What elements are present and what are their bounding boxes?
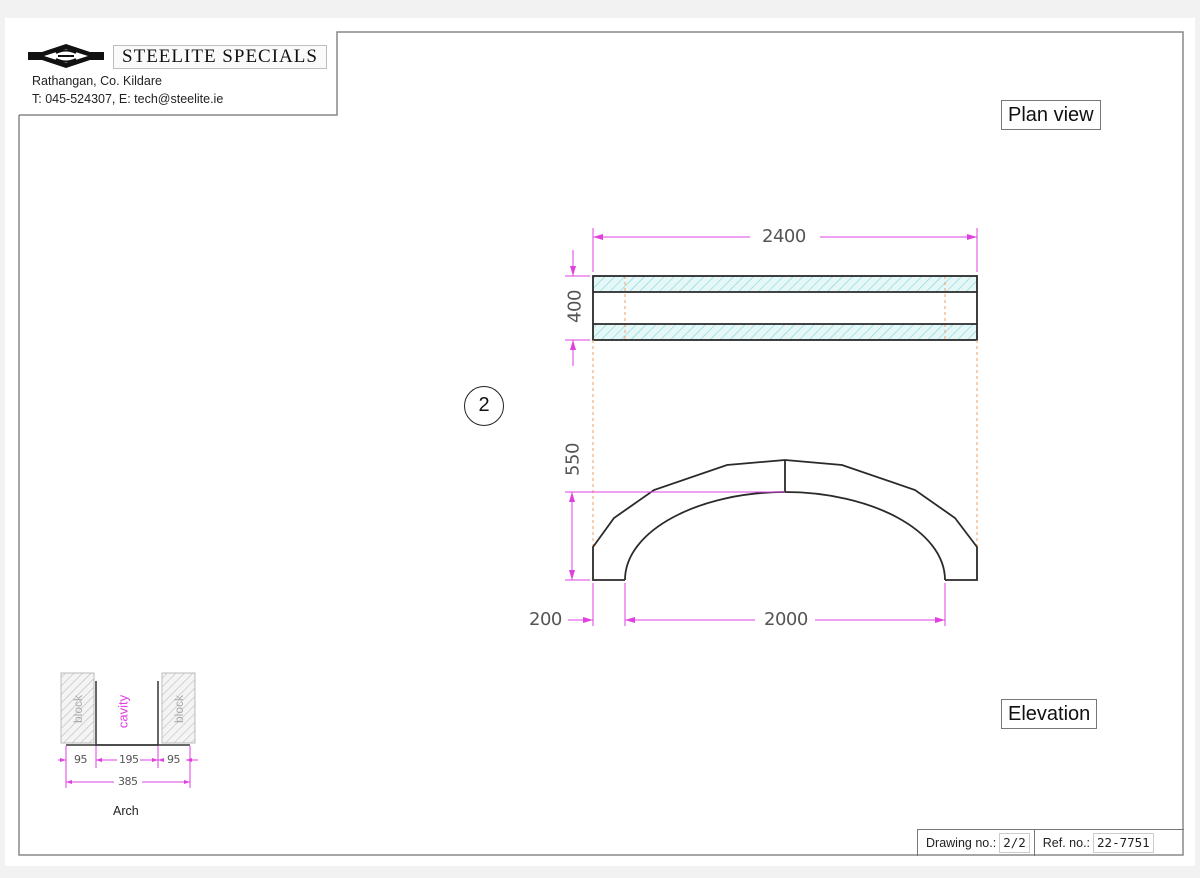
reference-number-cell: Ref. no.: 22-7751 xyxy=(1033,830,1158,856)
dim-left-block: 95 xyxy=(73,753,88,766)
plan-view-drawing xyxy=(592,275,978,341)
elevation-arch-drawing xyxy=(592,459,978,581)
steelite-diamond-logo-icon xyxy=(28,44,104,68)
elevation-label: Elevation xyxy=(1001,699,1098,729)
cavity-section-detail xyxy=(58,672,198,788)
dim-cavity: 195 xyxy=(118,753,140,766)
dim-span: 2000 xyxy=(761,609,811,630)
block-label-left: block xyxy=(71,695,85,724)
drawing-number-value: 2/2 xyxy=(999,833,1030,853)
company-name: STEELITE SPECIALS xyxy=(113,45,327,69)
drawing-number-cell: Drawing no.: 2/2 xyxy=(918,830,1034,856)
plan-view-label: Plan view xyxy=(1001,100,1101,130)
dim-arch-thickness: 200 xyxy=(529,609,562,630)
sheet-border xyxy=(18,31,1184,856)
title-block: Drawing no.: 2/2 Ref. no.: 22-7751 xyxy=(917,829,1184,856)
dim-rise: 550 xyxy=(562,443,584,476)
cavity-label: cavity xyxy=(115,694,131,729)
dim-plan-width: 400 xyxy=(564,283,586,330)
reference-number-value: 22-7751 xyxy=(1093,833,1154,853)
dim-right-block: 95 xyxy=(166,753,181,766)
drawing-sheet xyxy=(5,18,1195,866)
block-label-right: block xyxy=(172,695,186,724)
drawing-number-label: Drawing no.: xyxy=(926,836,997,850)
dim-plan-length: 2400 xyxy=(759,226,809,247)
plan-dimensions xyxy=(565,228,978,366)
item-number-callout: 2 xyxy=(464,386,504,426)
section-caption: Arch xyxy=(113,804,139,818)
reference-number-label: Ref. no.: xyxy=(1042,836,1091,850)
elevation-dimensions xyxy=(565,491,946,626)
projection-lines xyxy=(592,340,978,547)
dim-total-width: 385 xyxy=(117,775,139,788)
company-contact: T: 045-524307, E: tech@steelite.ie xyxy=(32,92,224,106)
company-address: Rathangan, Co. Kildare xyxy=(32,74,162,88)
